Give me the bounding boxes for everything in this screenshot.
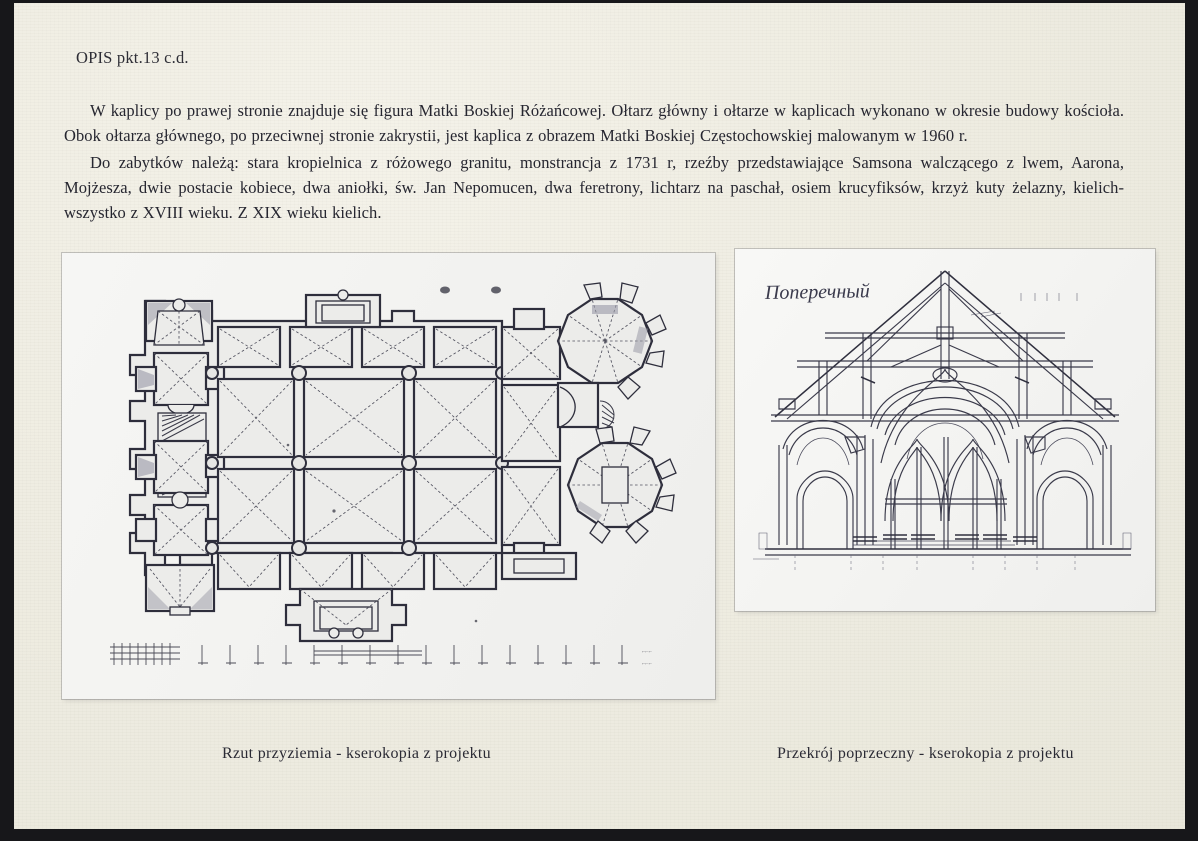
plan-dimension-line: ⌐⌐⌐ ⌐⌐⌐: [110, 643, 653, 667]
plan-east-chapel: [500, 551, 578, 581]
plan-staircase-upper: [157, 412, 207, 444]
svg-text:⌐⌐⌐: ⌐⌐⌐: [642, 649, 653, 655]
scan-border-top: [0, 0, 1198, 3]
scan-border-left: [0, 0, 14, 841]
caption-floor-plan: Rzut przyziemia - kserokopia z projektu: [222, 745, 491, 762]
section-nave-vault: [870, 368, 1020, 464]
figure-cross-section: .ln { fill:none; stroke:#3a3a4a; stroke-…: [735, 249, 1155, 611]
plan-scan-marks: [286, 286, 501, 623]
plan-southeast-apse: [566, 426, 677, 544]
section-piers: [778, 435, 1112, 545]
paragraph-1: W kaplicy po prawej stronie znajduje się…: [64, 101, 1124, 146]
plan-transept-east: [500, 307, 562, 565]
section-roof-truss: [774, 270, 1116, 420]
page-heading: OPIS pkt.13 c.d.: [76, 48, 189, 67]
scan-border-bottom: [0, 829, 1198, 841]
section-title-label: Поперечный: [764, 280, 870, 304]
plan-west-chapel-c: [134, 491, 226, 557]
plan-south-porch: [284, 587, 408, 643]
text-block: OPIS pkt.13 c.d. W kaplicy po prawej str…: [64, 48, 1124, 229]
svg-text:⌐⌐⌐: ⌐⌐⌐: [642, 661, 653, 667]
section-tick-marks: [1020, 293, 1078, 301]
cross-section-drawing: .ln { fill:none; stroke:#3a3a4a; stroke-…: [753, 270, 1132, 573]
section-cornice: [771, 398, 1119, 422]
section-aisle-vault-left: [782, 419, 864, 466]
plan-nave-bays: [216, 377, 498, 545]
paragraph-2: Do zabytków należą: stara kropielnica z …: [64, 153, 1124, 223]
floor-plan-drawing: .w { fill:#ececea; stroke:#2e2e3c; strok…: [110, 282, 677, 667]
section-arcade: [884, 437, 1007, 549]
plan-northeast-apse: [556, 282, 667, 400]
figure-floor-plan: .w { fill:#ececea; stroke:#2e2e3c; strok…: [62, 253, 715, 699]
scan-border-right: [1185, 0, 1198, 841]
plan-southwest-tower: [144, 563, 216, 616]
caption-cross-section: Przekrój poprzeczny - kserokopia z proje…: [777, 745, 1074, 762]
section-aisle-vault-right: [1026, 419, 1108, 466]
plan-northwest-tower: [144, 298, 214, 346]
plan-north-aisle-bays: [216, 325, 498, 369]
plan-sacristy-north: [556, 381, 615, 430]
plan-north-vestibule: [304, 289, 382, 329]
plan-south-aisle-bays: [216, 551, 498, 591]
section-aisle-arches: [796, 470, 1094, 549]
section-floor: [753, 532, 1132, 573]
